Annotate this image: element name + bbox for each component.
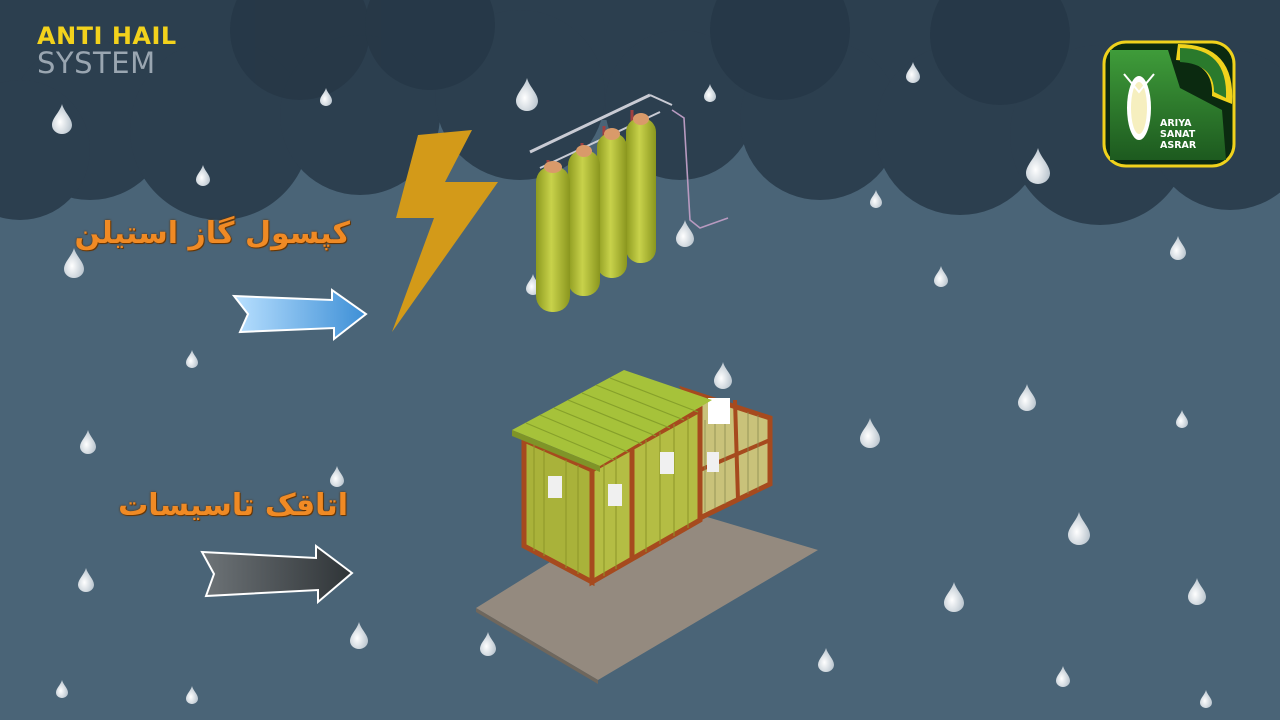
raindrop-icon <box>186 686 198 704</box>
raindrop-icon <box>56 680 68 698</box>
raindrop-icon <box>714 362 732 389</box>
brand-title: ANTI HAIL SYSTEM <box>37 24 177 78</box>
raindrop-icon <box>64 248 84 278</box>
right-arrow-icon <box>200 544 354 605</box>
lightning-bolt-icon <box>392 130 498 332</box>
brand-line-2: SYSTEM <box>37 46 156 80</box>
corn-logo-icon <box>1123 73 1155 140</box>
raindrop-icon <box>480 632 496 656</box>
raindrop-icon <box>350 622 368 649</box>
raindrop-icon <box>186 350 198 368</box>
raindrop-icon <box>1170 236 1186 260</box>
gas-cylinders <box>529 93 729 312</box>
logo-line-3: ASRAR <box>1160 140 1197 151</box>
raindrop-icon <box>1018 384 1036 411</box>
logo-line-1: ARIYA <box>1160 118 1192 129</box>
raindrop-icon <box>1188 578 1206 605</box>
raindrop-icon <box>1176 410 1188 428</box>
logo-text: ARIYA SANAT ASRAR <box>1160 118 1210 151</box>
brand-line-1: ANTI HAIL <box>37 22 177 50</box>
raindrop-icon <box>860 418 880 448</box>
raindrop-icon <box>1200 690 1212 708</box>
raindrop-icon <box>330 466 344 487</box>
raindrop-icon <box>818 648 834 672</box>
company-logo <box>1102 40 1236 168</box>
raindrop-icon <box>1056 666 1070 687</box>
raindrop-icon <box>80 430 96 454</box>
raindrop-icon <box>944 582 964 612</box>
logo-line-2: SANAT <box>1160 129 1196 140</box>
raindrop-icon <box>1068 512 1090 545</box>
raindrop-icon <box>934 266 948 287</box>
raindrop-icon <box>78 568 94 592</box>
facilities-room-label: اتاقک تاسیسات <box>118 488 348 523</box>
acetylene-capsule-label: کپسول گاز استیلن <box>74 216 350 251</box>
right-arrow-icon <box>231 288 368 342</box>
raindrop-icon <box>870 190 882 208</box>
raindrop-icon <box>676 220 694 247</box>
facilities-room <box>476 370 818 684</box>
